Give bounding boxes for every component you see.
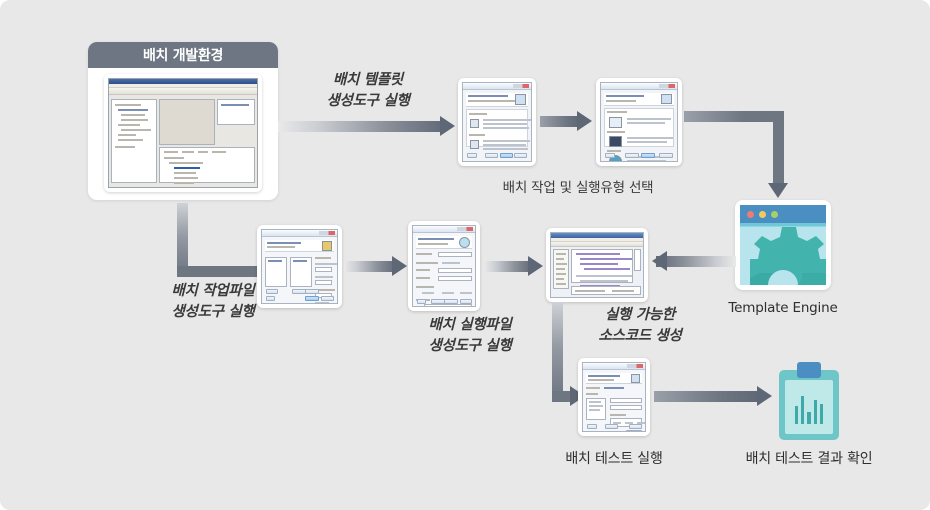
arrow-dev-down-h <box>177 266 322 277</box>
template-engine-icon[interactable] <box>735 200 831 290</box>
label-job-type-select: 배치 작업 및 실행유형 선택 <box>502 180 654 196</box>
test-dialog-screenshot <box>578 358 650 436</box>
arrow-source-down-h <box>552 391 574 402</box>
label-test-result: 배치 테스트 결과 확인 <box>745 451 873 467</box>
arrow-jobfile-to-execfile <box>344 261 396 272</box>
arrow-dev-down-v <box>177 203 188 277</box>
test-result-icon[interactable] <box>775 362 843 440</box>
bar-chart-glyph <box>795 390 824 424</box>
clipboard-chart-icon <box>779 370 839 440</box>
arrow-source-down-v <box>552 302 563 402</box>
browser-dot-yellow <box>759 210 766 218</box>
arrow-test-to-result-head <box>757 386 772 406</box>
exec-file-dialog-screenshot <box>408 221 480 311</box>
label-test-run: 배치 테스트 실행 <box>565 451 663 467</box>
arrow-wizard1-to-wizard2-head <box>577 111 592 131</box>
arrow-jobfile-to-execfile-head <box>392 256 407 276</box>
clipboard-clip <box>797 362 821 378</box>
arrow-execfile-to-source <box>484 261 532 272</box>
dev-environment-body <box>88 68 278 200</box>
dev-environment-panel: 배치 개발환경 <box>88 42 278 200</box>
arrow-to-wizard1-head <box>440 116 455 136</box>
browser-gear-icon <box>740 205 826 285</box>
browser-viewport <box>740 223 826 285</box>
browser-titlebar <box>740 205 826 223</box>
clipboard-sheet <box>785 380 833 434</box>
arrow-wizard2-to-engine-v <box>773 111 784 186</box>
gear-icon <box>750 227 826 285</box>
browser-dot-green <box>771 210 778 218</box>
arrow-engine-to-source <box>656 256 736 267</box>
arrow-test-to-result <box>654 391 762 402</box>
browser-dot-red <box>747 210 754 218</box>
eclipse-ide-screenshot <box>104 74 262 192</box>
template-engine-label: Template Engine <box>728 300 838 316</box>
label-template-tool: 배치 템플릿 생성도구 실행 <box>326 72 410 109</box>
wizard-step1-screenshot <box>458 78 536 166</box>
arrow-to-wizard1 <box>278 121 444 132</box>
arrow-wizard1-to-wizard2 <box>540 116 580 127</box>
wizard-step2-screenshot <box>596 78 682 166</box>
job-file-dialog-screenshot <box>257 225 342 308</box>
label-job-file-tool: 배치 작업파일 생성도구 실행 <box>171 283 255 320</box>
label-source-generate: 실행 가능한 소스코드 생성 <box>598 307 682 344</box>
arrow-wizard2-to-engine-h <box>684 111 784 122</box>
dev-environment-title: 배치 개발환경 <box>88 42 278 68</box>
source-code-screenshot <box>546 228 648 302</box>
label-exec-file-tool: 배치 실행파일 생성도구 실행 <box>428 317 512 354</box>
arrow-execfile-to-source-head <box>528 256 543 276</box>
arrow-engine-to-source-head <box>652 251 667 271</box>
arrow-wizard2-to-engine-head <box>768 183 788 198</box>
